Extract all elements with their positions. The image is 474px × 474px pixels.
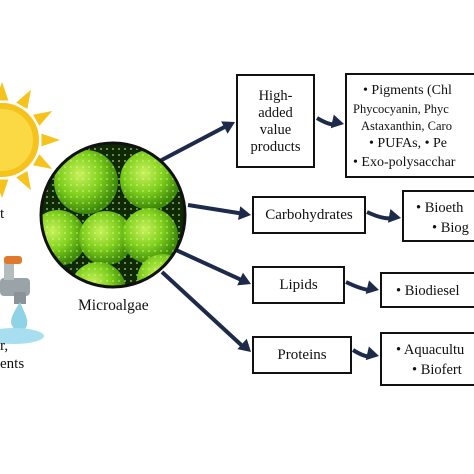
- output-carbohydrates-line-1: • Bioeth: [416, 200, 464, 216]
- microalgae-image: [39, 141, 187, 289]
- arrow-lipids-out-head: [365, 280, 379, 294]
- arrow-to-high-added-shaft: [155, 123, 228, 165]
- sun-ray: [0, 82, 9, 101]
- faucet-icon: [0, 256, 30, 304]
- box-output-proteins: • Aquacultu • Biofert: [380, 332, 474, 386]
- sun-icon: [0, 82, 60, 198]
- arrow-to-carbohydrates-shaft: [187, 203, 244, 216]
- output-proteins-line-2: • Biofert: [412, 362, 462, 378]
- carbohydrates-label: Carbohydrates: [265, 207, 353, 223]
- arrow-to-high-added-head: [221, 121, 235, 134]
- proteins-label: Proteins: [277, 347, 327, 363]
- arrow-carbohydrates-out-head: [387, 209, 401, 223]
- sun-ray: [33, 154, 53, 169]
- output-high-added-line-1: • Pigments (Chl: [363, 83, 452, 98]
- output-carbohydrates-line-2: • Biog: [432, 220, 469, 236]
- lipids-label: Lipids: [279, 277, 318, 293]
- output-high-added-line-5: • Exo-polysacchar: [353, 155, 456, 170]
- arrow-to-carbohydrates-head: [238, 206, 251, 221]
- output-high-added-line-4: • PUFAs, • Pe: [369, 136, 448, 151]
- high-added-line-2: added: [258, 105, 293, 121]
- left-fragment-bottom-2: ents: [0, 356, 25, 372]
- sun-ray: [16, 89, 31, 109]
- box-output-carbohydrates: • Bioeth • Biog: [402, 190, 474, 242]
- sun-ray: [33, 111, 53, 126]
- box-carbohydrates: Carbohydrates: [252, 196, 366, 234]
- arrow-to-proteins-shaft: [160, 270, 245, 349]
- arrow-proteins-out-head: [365, 346, 379, 361]
- sun-ray: [16, 171, 31, 191]
- box-high-added-value: High- added value products: [236, 74, 315, 168]
- arrow-to-proteins-head: [237, 338, 251, 352]
- box-proteins: Proteins: [252, 336, 352, 374]
- box-lipids: Lipids: [252, 266, 345, 304]
- high-added-line-3: value: [259, 122, 292, 138]
- microalgae-label: Microalgae: [78, 297, 149, 314]
- high-added-line-4: products: [250, 139, 301, 155]
- output-high-added-line-2: Phycocyanin, Phyc: [353, 102, 449, 116]
- output-high-added-line-3: Astaxanthin, Caro: [361, 119, 452, 133]
- output-lipids-line-1: • Biodiesel: [396, 283, 460, 299]
- output-proteins-line-1: • Aquacultu: [396, 342, 465, 358]
- left-fragment-bottom-1: r,: [0, 338, 9, 354]
- arrow-high-added-out-head: [330, 114, 344, 129]
- water-drop-icon: [0, 302, 44, 344]
- arrow-layer: [155, 114, 401, 361]
- sun-ray: [0, 179, 9, 198]
- box-output-high-added: • Pigments (Chl Phycocyanin, Phyc Astaxa…: [345, 73, 474, 178]
- left-fragment-top: t: [0, 206, 5, 222]
- sun-ray: [41, 133, 60, 147]
- arrow-to-lipids-head: [237, 272, 251, 286]
- arrow-to-lipids-shaft: [175, 248, 244, 283]
- box-output-lipids: • Biodiesel: [380, 272, 474, 308]
- high-added-line-1: High-: [258, 88, 293, 104]
